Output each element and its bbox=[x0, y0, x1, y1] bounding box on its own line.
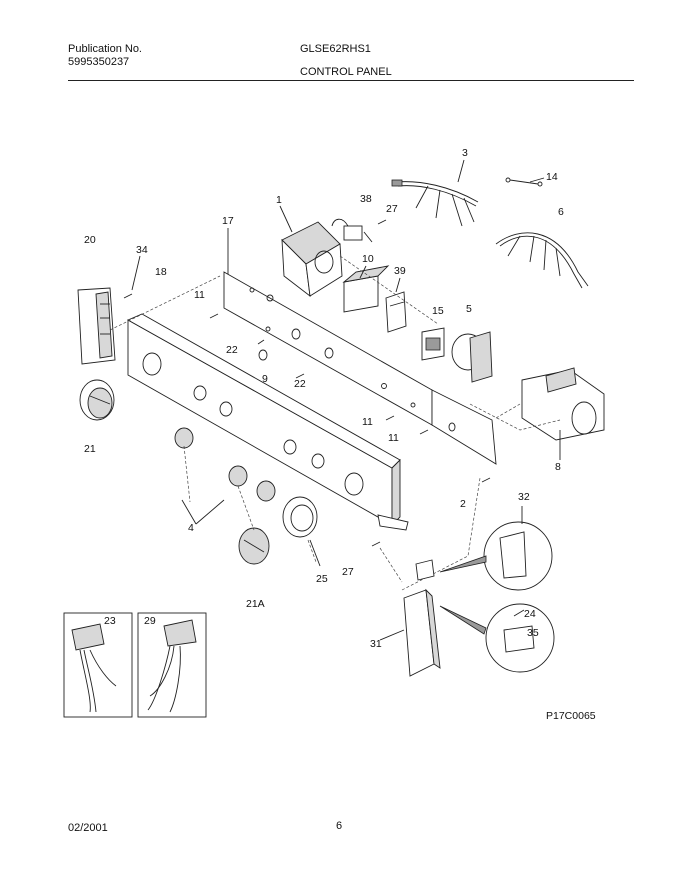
wire-harnesses bbox=[331, 177, 589, 289]
part-label: 39 bbox=[394, 265, 406, 277]
part-label: 27 bbox=[386, 203, 398, 215]
part-label: 4 bbox=[188, 522, 194, 534]
part-label: 11 bbox=[194, 289, 205, 301]
part-label: 34 bbox=[136, 244, 148, 256]
part-label: 10 bbox=[362, 253, 374, 265]
footer-page-number: 6 bbox=[336, 820, 343, 832]
part-label: 24 bbox=[524, 608, 536, 620]
part-label: 29 bbox=[144, 615, 156, 627]
part-label: 22 bbox=[294, 378, 306, 390]
part-label: 27 bbox=[342, 566, 354, 578]
selector-knobs bbox=[174, 427, 276, 565]
part-label: 17 bbox=[222, 215, 234, 227]
part-label: 8 bbox=[555, 461, 561, 473]
part-label: 2 bbox=[460, 498, 466, 510]
part-label: 35 bbox=[527, 627, 539, 639]
control-panel-console bbox=[126, 313, 409, 531]
screws bbox=[123, 219, 491, 547]
pressure-switch bbox=[451, 331, 493, 383]
part-label: 22 bbox=[226, 344, 238, 356]
part-label: 21A bbox=[246, 598, 265, 610]
part-label: 38 bbox=[360, 193, 372, 205]
drawing-code: P17C0065 bbox=[546, 710, 596, 722]
part-label: 5 bbox=[466, 303, 472, 315]
switch-assemblies bbox=[342, 265, 445, 361]
part-label: 20 bbox=[84, 234, 96, 246]
model-number: GLSE62RHS1 bbox=[300, 43, 371, 55]
timer-assembly bbox=[281, 221, 343, 298]
part-label: 11 bbox=[362, 416, 373, 428]
water-valve-motor bbox=[521, 367, 605, 441]
part-label: 32 bbox=[518, 491, 530, 503]
part-label: 6 bbox=[558, 206, 564, 218]
bracket-assembly bbox=[403, 521, 555, 677]
header-rule bbox=[68, 80, 634, 81]
mounting-bracket bbox=[223, 271, 497, 465]
part-label: 11 bbox=[388, 432, 399, 444]
timer-dial bbox=[282, 496, 318, 538]
part-label: 25 bbox=[316, 573, 328, 585]
section-title: CONTROL PANEL bbox=[300, 66, 392, 78]
timer-knob bbox=[79, 379, 115, 421]
publication-label: Publication No. bbox=[68, 43, 142, 55]
part-label: 14 bbox=[546, 171, 558, 183]
part-label: 15 bbox=[432, 305, 444, 317]
leader-lines bbox=[131, 159, 561, 641]
part-label: 21 bbox=[84, 443, 96, 455]
footer-date: 02/2001 bbox=[68, 822, 108, 834]
part-label: 18 bbox=[155, 266, 167, 278]
left-end-cap bbox=[77, 287, 116, 365]
part-label: 3 bbox=[462, 147, 468, 159]
part-labels: 1 2 3 4 5 6 8 9 10 11 11 11 14 15 17 18 … bbox=[84, 147, 596, 722]
part-label: 23 bbox=[104, 615, 116, 627]
assembly-guide-lines bbox=[109, 255, 561, 591]
publication-number: 5995350237 bbox=[68, 56, 130, 68]
part-label: 1 bbox=[276, 194, 282, 206]
part-label: 9 bbox=[262, 373, 268, 385]
part-label: 31 bbox=[370, 638, 382, 650]
harness-detail-boxes bbox=[63, 612, 207, 718]
